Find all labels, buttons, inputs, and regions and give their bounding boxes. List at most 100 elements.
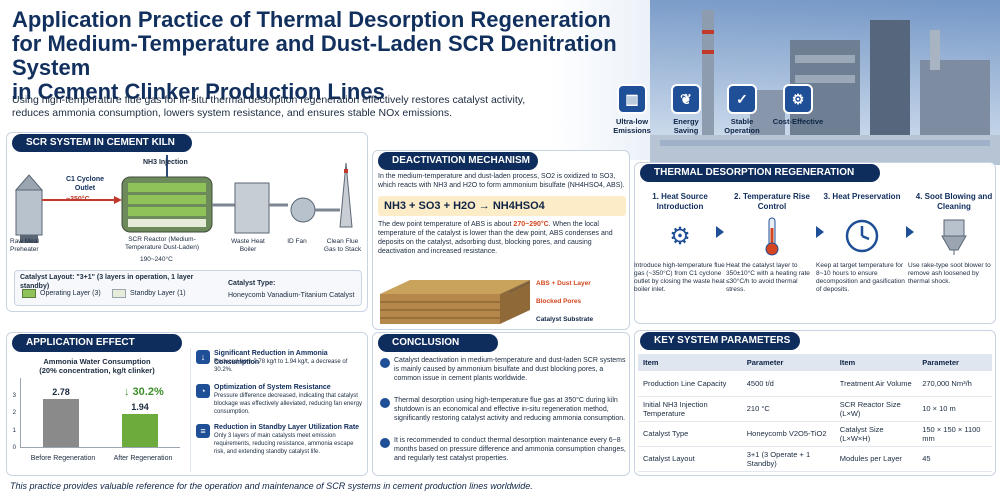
shield-check-icon: ✓ <box>727 84 757 114</box>
step-arrow-1 <box>716 226 724 238</box>
clock-icon <box>816 214 908 258</box>
chart-bar <box>43 399 79 447</box>
deactivation-text-1: In the medium-temperature and dust-laden… <box>378 173 625 189</box>
footer-note: This practice provides valuable referenc… <box>10 481 533 491</box>
title-line-1: Application Practice of Thermal Desorpti… <box>12 7 611 32</box>
effect-item-2-title: Optimization of System Resistance <box>214 384 331 391</box>
effect-item-2-desc: Pressure difference decreased, indicatin… <box>214 393 362 415</box>
label-catalyst-substrate: Catalyst Substrate <box>536 316 594 323</box>
step-title: 3. Heat Preservation <box>823 192 901 201</box>
kpi-label: Stable Operation <box>724 117 760 135</box>
y-tick-label: 2 <box>12 410 16 416</box>
step-arrow-3 <box>906 226 914 238</box>
nh3-injection-label: NH3 Injection <box>143 159 188 166</box>
table-cell: 150 × 150 × 1100 mm <box>917 421 992 447</box>
scheme-step-3: 3. Heat Preservation Keep at target temp… <box>816 192 908 294</box>
table-cell: Treatment Air Volume <box>834 371 918 397</box>
reactor-temp: 190~240°C <box>140 256 173 263</box>
conclusion-bullet-icon <box>380 438 390 448</box>
x-label-after: After Regeneration <box>113 455 173 462</box>
kpi-energy-saving: ❦ Energy Saving <box>660 84 712 135</box>
heat-source-icon: ⚙ <box>669 222 691 250</box>
page-intro: Using high-temperature flue gas for in-s… <box>12 94 632 120</box>
effect-item-1-title: Significant Reduction in Ammonia Consump… <box>214 350 328 366</box>
legend-swatch-operating <box>22 289 36 298</box>
table-cell: 270,000 Nm³/h <box>917 371 992 397</box>
step-title: 1. Heat Source Introduction <box>652 192 708 211</box>
table-cell: SCR Reactor Size (L×W) <box>834 396 918 422</box>
table-cell: 4500 t/d <box>741 371 835 397</box>
factory-icon: ▥ <box>617 84 647 114</box>
step-title: 4. Soot Blowing and Cleaning <box>915 192 993 211</box>
conclusion-item-3: It is recommended to conduct thermal des… <box>394 437 626 462</box>
table-header-cell: Item <box>638 354 742 371</box>
y-tick-label: 1 <box>12 428 16 434</box>
equipment-stack: Clean Flue Gas to Stack <box>323 238 362 253</box>
intro-line-1: Using high-temperature flue gas for in-s… <box>12 94 526 106</box>
catalyst-layout-label: Catalyst Layout: "3+1" (3 layers in oper… <box>20 274 194 290</box>
key-parameters-title: KEY SYSTEM PARAMETERS <box>640 332 800 350</box>
equipment-waste-heat-boiler: Waste Heat Boiler <box>231 238 265 253</box>
catalyst-legend-box <box>14 270 362 306</box>
kpi-ultra-low-emissions: ▥ Ultra-low Emissions <box>606 84 658 135</box>
table-row: Initial NH3 Injection Temperature 210 °C… <box>638 396 992 422</box>
soot-blower-icon <box>908 214 1000 258</box>
kpi-label: Cost-Effective <box>772 117 824 126</box>
kpi-label: Energy Saving <box>673 117 699 135</box>
factory-illustration <box>650 0 1000 165</box>
deactivation-text-2: The dew point temperature of ABS is abou… <box>378 221 613 255</box>
layers-icon: ≡ <box>196 424 210 438</box>
legend-swatch-standby <box>112 289 126 298</box>
title-line-2: for Medium-Temperature and Dust-Laden SC… <box>12 31 617 80</box>
equipment-raw-meal-preheater: Raw Meal Preheater <box>10 238 39 253</box>
effect-items-list <box>190 348 364 472</box>
effect-item-1-desc: Reduced from 2.78 kg/t to 1.94 kg/t, a d… <box>214 359 348 373</box>
table-cell: Catalyst Layout <box>638 446 742 472</box>
thermometer-icon <box>726 214 818 258</box>
table-cell: Modules per Layer <box>834 446 918 472</box>
catalyst-type-label: Catalyst Type: <box>228 280 276 287</box>
step-desc: Introduce high-temperature flue gas (~35… <box>634 262 725 293</box>
y-tick-label: 3 <box>12 393 16 399</box>
kpi-label: Ultra-low Emissions <box>613 117 651 135</box>
chart-data-label: 2.78 <box>52 387 70 397</box>
table-cell: 45 <box>917 446 992 472</box>
scheme-step-2: 2. Temperature Rise Control Heat the cat… <box>726 192 818 294</box>
conclusion-bullet-icon <box>380 358 390 368</box>
table-header-cell: Item <box>834 354 918 371</box>
label-blocked-pores: Blocked Pores <box>536 298 582 305</box>
equipment-id-fan: ID Fan <box>287 238 307 245</box>
table-row: Catalyst Layout 3+1 (3 Operate + 1 Stand… <box>638 446 992 472</box>
kpi-cost-effective: ⚙ Cost-Effective <box>772 84 824 126</box>
table-header-row: Item Parameter Item Parameter <box>638 354 992 371</box>
effect-item-3-title: Reduction in Standby Layer Utilization R… <box>214 424 360 431</box>
catalyst-block-illustration <box>380 280 530 324</box>
table-row: Catalyst Type Honeycomb V2O5-TiO2 Cataly… <box>638 421 992 447</box>
table-cell: 3+1 (3 Operate + 1 Standby) <box>741 446 835 472</box>
table-cell: Production Line Capacity <box>638 371 742 397</box>
cyclone-outlet-temp: ~350°C <box>66 196 90 203</box>
gear-icon: ⚙ <box>783 84 813 114</box>
regeneration-scheme-title: THERMAL DESORPTION REGENERATION SCHEME <box>640 164 880 196</box>
reduction-percentage: ↓ 30.2% <box>124 386 164 398</box>
x-label-before: Before Regeneration <box>30 455 96 462</box>
scr-system-title: SCR SYSTEM IN CEMENT KILN <box>12 134 192 152</box>
conclusion-title: CONCLUSION <box>378 334 498 352</box>
table-cell: Honeycomb V2O5-TiO2 <box>741 421 835 447</box>
scheme-step-1: 1. Heat Source Introduction ⚙ Introduce … <box>634 192 726 294</box>
table-cell: Catalyst Size (L×W×H) <box>834 421 918 447</box>
gauge-icon: ◔ <box>196 384 210 398</box>
conclusion-panel <box>372 332 630 476</box>
chart-bar <box>122 414 158 447</box>
table-header-cell: Parameter <box>741 354 835 371</box>
chart-down-icon: ↓ <box>196 350 210 364</box>
step-desc: Use rake-type soot blower to remove ash … <box>908 262 991 285</box>
kpi-stable-operation: ✓ Stable Operation <box>716 84 768 135</box>
legend-standby-label: Standby Layer (1) <box>130 290 186 297</box>
legend-operating-label: Operating Layer (3) <box>40 290 101 297</box>
label-abs-dust-layer: ABS + Dust Layer <box>536 280 591 287</box>
table-cell: Catalyst Type <box>638 421 742 447</box>
cyclone-outlet-label: C1 Cyclone Outlet <box>65 176 105 192</box>
scheme-step-4: 4. Soot Blowing and Cleaning Use rake-ty… <box>908 192 1000 286</box>
key-parameters-table: Item Parameter Item Parameter Production… <box>638 354 992 472</box>
